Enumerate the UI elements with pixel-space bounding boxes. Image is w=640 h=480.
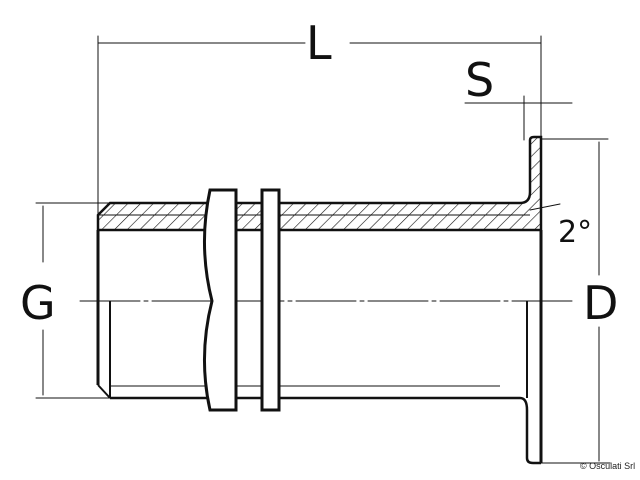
hex-nut <box>202 188 238 412</box>
label-l: L <box>306 16 332 70</box>
dimension-l <box>97 35 542 216</box>
dimension-d <box>540 138 611 464</box>
copyright-notice: © Osculati Srl <box>580 461 636 471</box>
pipe-wall-section <box>96 135 543 232</box>
label-s: S <box>465 53 495 107</box>
dimension-g <box>35 202 111 399</box>
washer <box>260 188 281 412</box>
pipe-body <box>96 230 543 465</box>
label-g: G <box>20 276 56 330</box>
label-angle: 2° <box>558 215 593 250</box>
dimension-s <box>464 95 573 141</box>
label-d: D <box>583 276 619 330</box>
